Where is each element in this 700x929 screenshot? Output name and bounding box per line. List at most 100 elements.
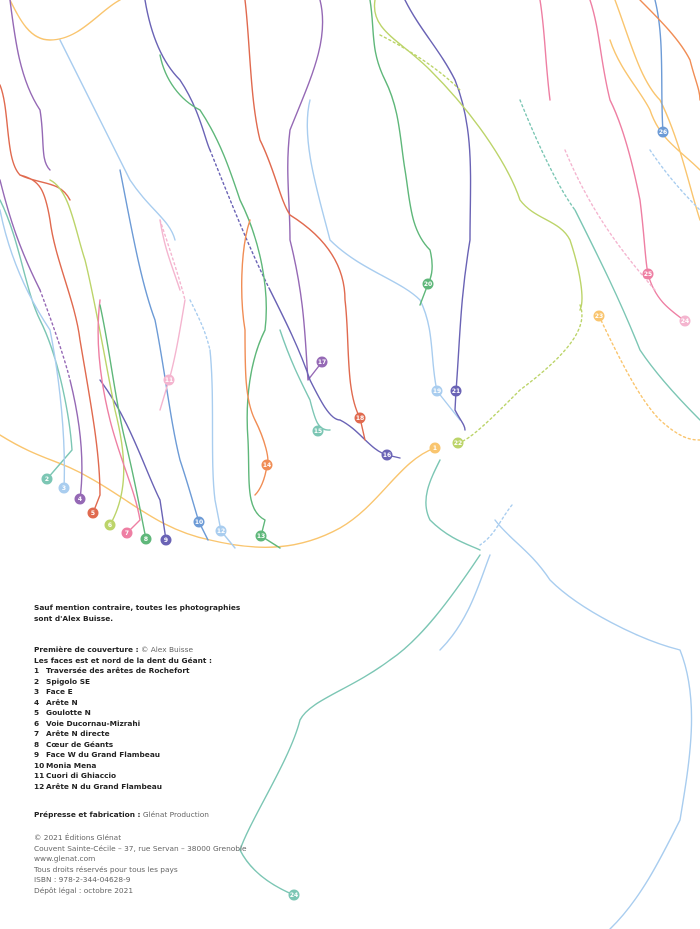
marker-label: 22 [454,440,462,447]
marker-label: 4 [78,496,82,503]
marker-circle [316,356,328,368]
marker-circle [312,425,324,437]
route-line [639,0,700,101]
marker-label: 12 [217,528,225,535]
route-marker: 13 [255,530,267,542]
route-number: 3 [34,687,40,696]
route-name: Goulotte N [46,708,91,717]
route-name: Cuori di Ghiaccio [46,771,117,780]
marker-circle [41,473,53,485]
route-line [598,315,700,441]
marker-label: 19 [433,388,441,395]
route-marker: 15 [312,425,324,437]
route-line [373,0,583,311]
route-marker: 24 [288,889,300,901]
route-name: Face E [46,687,73,696]
route-line [269,289,401,459]
route-line [59,39,176,241]
marker-circle [429,442,441,454]
marker-label: 14 [263,462,271,469]
route-line [159,219,181,291]
route-name: Arête N directe [46,729,110,738]
route-name: Monia Mena [46,760,97,770]
marker-label: 24 [681,318,689,325]
marker-label: 25 [644,271,652,278]
route-marker: 4 [74,493,86,505]
marker-circle [58,482,70,494]
prepress-label: Prépresse et fabrication : [34,810,141,819]
route-line [0,179,41,291]
route-marker: 2 [41,473,53,485]
route-line [209,349,236,549]
marker-label: 3 [62,485,66,492]
route-number: 4 [34,697,40,707]
marker-label: 10 [195,519,203,526]
route-line [306,99,461,421]
marker-label: 11 [165,377,173,384]
route-line [494,519,693,929]
route-marker: 1 [429,442,441,454]
legend-title: Les faces est et nord de la dent du Géan… [34,655,212,665]
route-marker: 12 [215,525,227,537]
marker-label: 2 [45,476,49,483]
route-number: 6 [34,718,40,728]
marker-label: 5 [91,510,95,517]
route-marker: 19 [431,385,443,397]
website-link[interactable]: www.glenat.com [34,854,96,863]
route-line [425,459,481,551]
marker-circle [452,437,464,449]
marker-label: 20 [424,281,432,288]
marker-label: 17 [318,359,326,366]
marker-circle [261,459,273,471]
route-line [649,149,700,211]
route-number: 11 [34,771,45,780]
route-legend: Première de couverture : © Alex Buisse L… [34,645,212,792]
marker-circle [422,278,434,290]
route-line [241,219,269,496]
route-line [189,299,211,351]
route-number: 9 [34,750,40,759]
route-number: 10 [34,760,45,770]
marker-circle [354,412,366,424]
marker-label: 1 [433,445,437,452]
route-marker: 10 [193,516,205,528]
marker-circle [74,493,86,505]
route-line [119,169,209,541]
route-number: 8 [34,739,40,749]
route-line [0,84,101,514]
prepress-value: Glénat Production [140,810,209,819]
route-list-item: 3 Face E [34,687,212,698]
route-line [404,0,472,431]
marker-circle [381,449,393,461]
prepress-credit: Prépresse et fabrication : Glénat Produc… [34,810,209,821]
route-line [97,299,141,534]
route-number: 2 [34,676,40,686]
route-name: Face W du Grand Flambeau [46,750,161,759]
route-name: Arête N [46,697,78,707]
route-line [0,209,66,489]
route-line [519,99,576,211]
marker-circle [163,374,175,386]
marker-circle [450,385,462,397]
copyright: © 2021 Éditions Glénat [34,833,122,842]
route-list-item: 9 Face W du Grand Flambeau [34,750,212,761]
route-line [589,0,686,322]
marker-circle [193,516,205,528]
route-number: 5 [34,708,40,717]
route-marker: 25 [642,268,654,280]
marker-circle [593,310,605,322]
route-line [0,199,73,480]
marker-label: 6 [108,522,112,529]
route-marker: 26 [657,126,669,138]
route-line [287,0,324,381]
legal-deposit: Dépôt légal : octobre 2021 [34,885,134,895]
route-list-item: 5 Goulotte N [34,708,212,719]
marker-label: 9 [164,537,168,544]
route-marker: 9 [160,534,172,546]
route-line [159,219,186,301]
